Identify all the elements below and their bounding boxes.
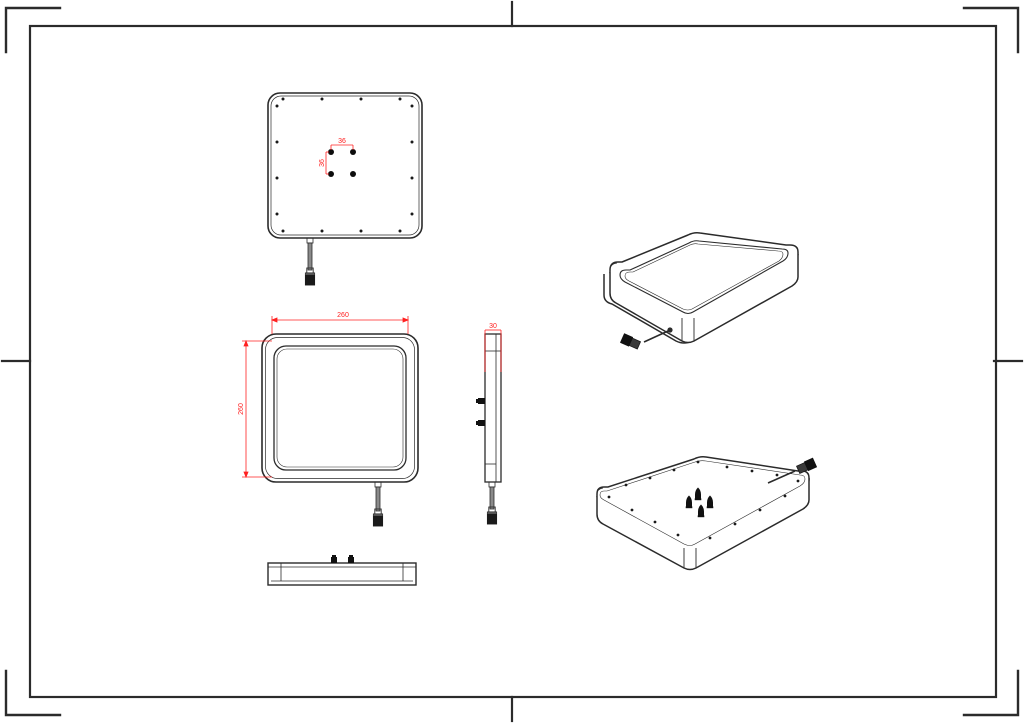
width-dimension — [270, 316, 410, 334]
hole-pitch-y-dimension-label: 36 — [319, 159, 326, 167]
thickness-dimension-label: 30 — [489, 323, 497, 330]
height-dimension-label: 260 — [238, 403, 245, 415]
front-view-cable-assembly — [372, 481, 384, 527]
corner-crop-marks — [4, 6, 1020, 717]
rear-view-body-inner — [270, 95, 420, 236]
width-dimension-label: 260 — [337, 312, 349, 319]
front-isometric-view — [603, 232, 799, 350]
rear-isometric-view — [596, 456, 818, 571]
rear-iso-cable-assembly — [767, 457, 818, 484]
bottom-orthographic-view — [267, 555, 417, 586]
side-view-mounting-posts — [476, 398, 485, 426]
rear-view-cable-assembly — [304, 237, 316, 286]
side-orthographic-view: 30 — [476, 323, 502, 525]
bottom-view-mounting-posts — [331, 555, 354, 563]
front-view-body-inner — [265, 337, 415, 479]
front-view-body-outline — [261, 333, 419, 483]
rear-view-body-outline — [267, 92, 423, 239]
rear-view-perimeter-screws — [275, 97, 414, 233]
side-view-cable-assembly — [486, 481, 498, 525]
front-iso-cable-assembly — [620, 327, 673, 350]
rear-iso-perimeter-screws — [607, 460, 800, 540]
rear-orthographic-view: 36 36 — [267, 92, 423, 286]
hole-pitch-x-dimension-label: 36 — [338, 138, 346, 145]
front-orthographic-view: 260 260 — [238, 312, 419, 527]
hole-pitch-dimensions — [325, 144, 354, 175]
side-view-body-outline — [484, 333, 502, 483]
border-rectangle — [28, 24, 998, 699]
front-iso-plate — [609, 232, 799, 344]
front-view-radome-recess — [273, 345, 407, 471]
front-view-radome-recess-inner — [276, 348, 404, 468]
thickness-dimension — [484, 329, 502, 372]
height-dimension — [242, 339, 272, 479]
bottom-view-body-outline — [267, 562, 417, 586]
rear-view-mounting-holes — [328, 149, 356, 177]
rear-iso-plate — [596, 456, 810, 571]
